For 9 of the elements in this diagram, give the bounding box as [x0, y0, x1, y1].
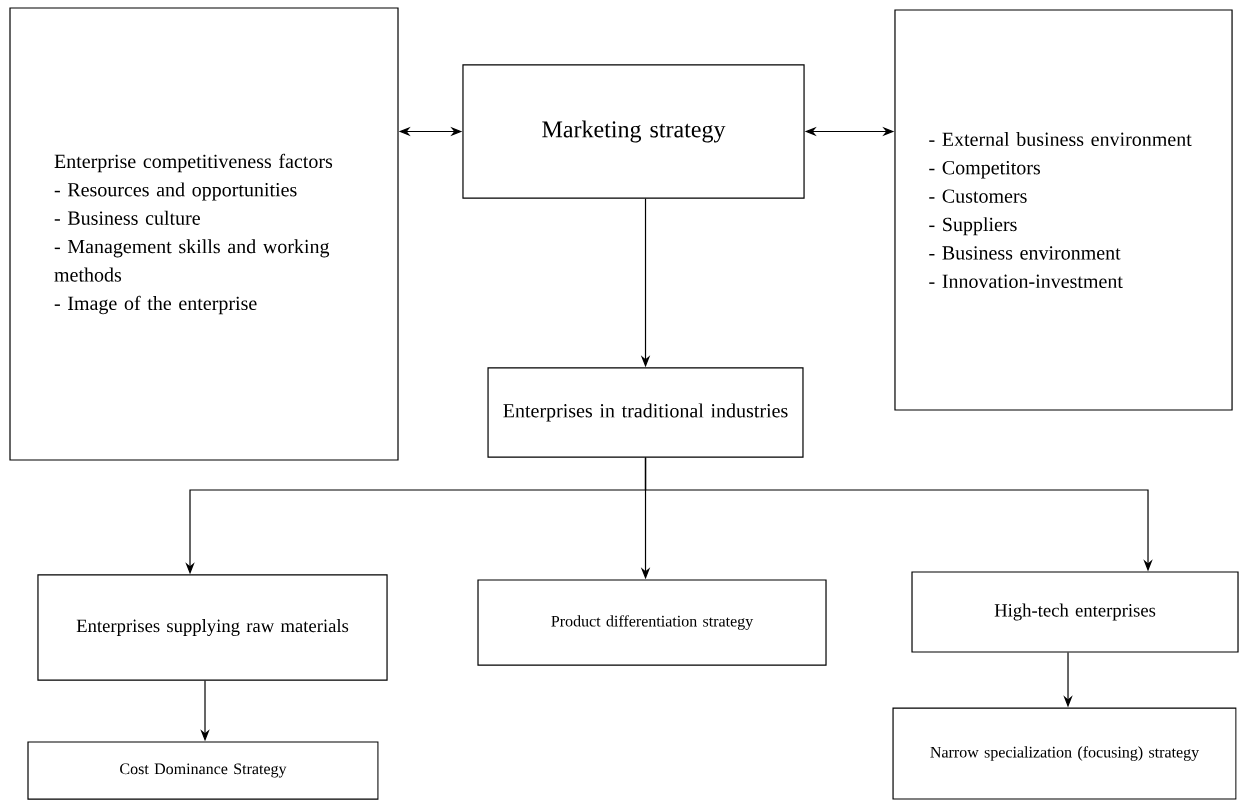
factor-list-box: - External business environment - Competitors - Customers - Suppliers - Business environment - Innovation-investment [894, 9, 1233, 411]
strategy-box: Marketing strategy [462, 64, 805, 199]
process-box: Enterprises supplying raw materials [37, 574, 388, 681]
strategy-box: Narrow specialization (focusing) strategy [892, 707, 1237, 800]
factor-list-box: Enterprise competitiveness factors - Resources and opportunities - Business culture - Management skills and working methods - Image of the enterprise [9, 7, 399, 461]
strategy-box: Cost Dominance Strategy [27, 741, 379, 800]
process-box: High-tech enterprises [911, 571, 1239, 653]
strategy-box: Product differentiation strategy [477, 579, 827, 666]
process-box: Enterprises in traditional industries [487, 367, 804, 458]
